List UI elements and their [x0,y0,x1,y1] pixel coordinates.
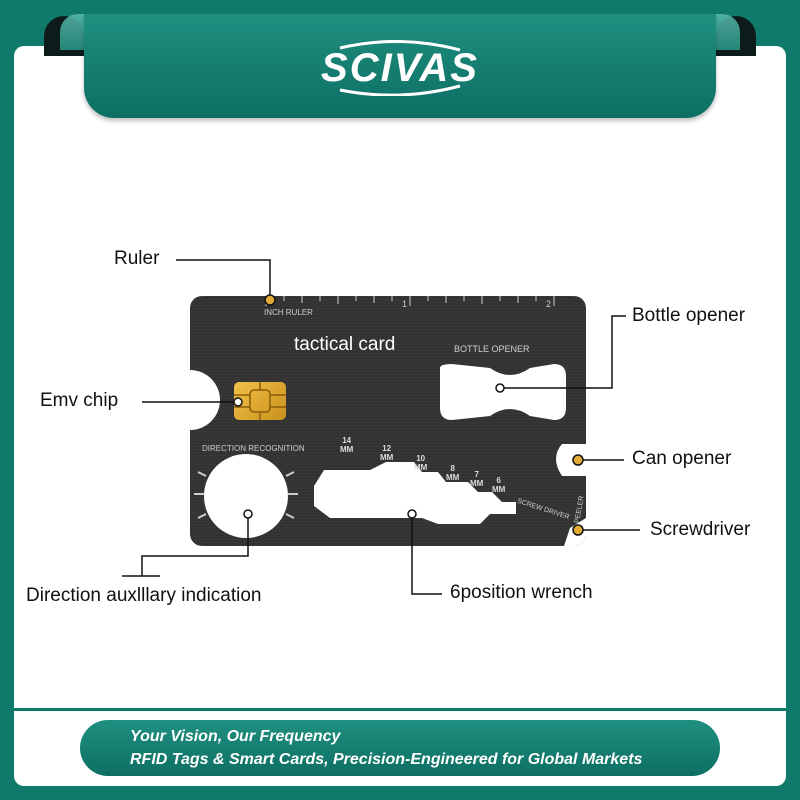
compass-ticks [194,471,298,519]
direction-recognition-label: DIRECTION RECOGNITION [202,444,305,453]
direction-leader [141,514,249,576]
bottle-opener-leader [500,315,626,389]
card-title: tactical card [294,334,396,355]
callout-direction: Direction auxlllary indication [26,585,262,606]
tactical-card: INCH RULER 1 2 tactical card BOTTLE OPEN… [190,296,586,546]
callout-bottle-opener: Bottle opener [632,305,746,326]
brand-logo: SCIVAS [300,40,500,96]
ruler-number-1: 1 [402,299,408,309]
logo-arc-icon [339,40,461,96]
callout-screwdriver: Screwdriver [650,519,751,540]
footer-banner: Your Vision, Our Frequency RFID Tags & S… [80,720,720,776]
callout-wrench: 6position wrench [450,582,593,603]
footer-description: RFID Tags & Smart Cards, Precision-Engin… [130,751,643,768]
callout-emv-chip: Emv chip [40,390,119,411]
footer-divider [14,708,786,711]
card-cutouts [190,296,586,546]
chip-contacts-icon [234,382,286,420]
footer-tagline: Your Vision, Our Frequency [130,728,341,745]
logo-text: SCIVAS [321,46,479,90]
ruler-number-2: 2 [546,299,552,309]
callout-markers [233,294,584,536]
callout-ruler: Ruler [114,248,160,269]
ruler-leader [176,259,271,300]
ruler-label: INCH RULER [264,308,313,317]
wrench-leader [411,514,442,595]
bottle-opener-label: BOTTLE OPENER [454,344,530,354]
callout-can-opener: Can opener [632,448,732,469]
header-banner [84,14,716,118]
emv-chip [234,382,286,420]
